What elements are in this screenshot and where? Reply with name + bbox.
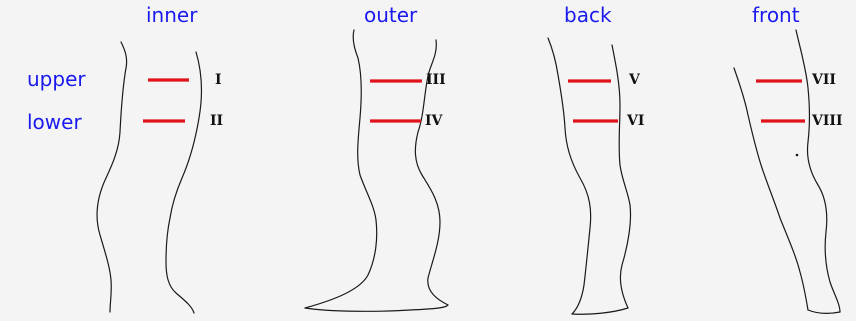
marker-label-VII: VII bbox=[812, 72, 836, 88]
marker-label-VI: VI bbox=[627, 113, 644, 129]
leg-outer-outline-left bbox=[305, 30, 377, 308]
marker-label-V: V bbox=[629, 72, 640, 88]
leg-front-outline-foot bbox=[808, 310, 840, 313]
marker-label-III: III bbox=[426, 72, 446, 88]
leg-front-knee-dot bbox=[796, 154, 799, 157]
marker-label-II: II bbox=[210, 113, 223, 129]
leg-back-outline-foot bbox=[572, 308, 628, 314]
leg-back-outline-right bbox=[612, 45, 631, 308]
leg-inner-outline-left bbox=[97, 42, 127, 312]
marker-label-I: I bbox=[215, 72, 222, 88]
leg-inner-outline-right bbox=[166, 52, 201, 313]
marker-label-VIII: VIII bbox=[812, 113, 843, 129]
marker-label-IV: IV bbox=[425, 113, 442, 129]
leg-outer-outline-foot bbox=[305, 305, 448, 311]
leg-inner bbox=[97, 42, 201, 313]
leg-front-outline-left bbox=[734, 68, 808, 310]
